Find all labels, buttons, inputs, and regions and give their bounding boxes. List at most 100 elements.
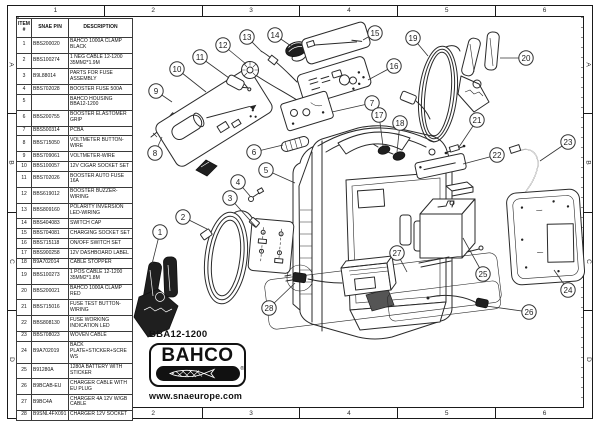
model-number: BBA12-1200 [149,329,208,340]
grid-ref-label: 6 [495,5,593,16]
svg-text:3: 3 [228,194,233,203]
svg-text:17: 17 [375,111,384,120]
part-cable-negative [200,210,260,305]
svg-text:10: 10 [173,65,182,74]
header-part-number: SNAE P/N [31,18,69,38]
description-cell: PCBA [68,125,133,137]
svg-text:23: 23 [564,138,573,147]
svg-text:13: 13 [243,33,252,42]
grid-ref-label: C [584,211,593,310]
grid-ref-label: D [584,309,593,408]
svg-text:1: 1 [158,228,163,237]
registered-mark: ® [240,366,244,372]
grid-ref-label: 4 [299,5,397,16]
callout-26: 26 [485,304,537,320]
grid-ref-label: B [7,113,16,211]
part-cigar-plug [226,74,252,92]
svg-text:28: 28 [265,304,274,313]
callout-23: 23 [539,134,576,162]
svg-text:8: 8 [153,149,158,158]
parts-table-header-row: ITEM# SNAE P/N DESCRIPTION [16,18,133,38]
svg-text:11: 11 [196,53,205,62]
callout-18: 18 [392,115,408,153]
callout-5: 5 [258,162,296,184]
svg-text:2: 2 [181,213,186,222]
grid-ref-label: 5 [397,5,495,16]
part-charger-assembly [264,252,502,330]
grid-ref-label: 1 [53,7,58,14]
svg-text:15: 15 [371,29,380,38]
part-sticker-box [445,181,474,197]
callout-8: 8 [147,136,163,161]
grid-ref-label: 3 [201,5,300,16]
callout-9: 9 [148,83,173,103]
part-cable-stopper [387,151,406,161]
part-fuse-assembly-plate [247,218,295,274]
title-block: BBA12-1200 BAHCO ® www.snaeurope.com [149,329,261,401]
part-led-plate [414,153,467,180]
part-cable-positive [399,45,461,143]
callout-20: 20 [500,50,534,66]
callout-2: 2 [175,209,208,230]
svg-text:18: 18 [396,119,405,128]
callout-25: 25 [462,237,491,282]
description-cell: WOVEN CABLE [68,330,133,342]
callout-7: 7 [331,95,380,113]
part-elastomer-grip [280,136,310,152]
callout-19: 19 [405,30,429,57]
callout-13: 13 [239,29,263,53]
part-clamp-red [457,31,500,113]
website-url: www.snaeurope.com [149,391,243,401]
svg-text:5: 5 [264,166,269,175]
part-voltmeter-assembly-plate [155,69,273,167]
callout-24: 24 [553,269,576,298]
grid-ref-label: 4 [299,408,397,419]
grid-ref-label: D [7,309,16,408]
part-wire-assembly [260,50,298,83]
part-pcba [280,90,334,132]
svg-text:9: 9 [154,87,159,96]
part-clamp-black [133,256,179,338]
callout-12: 12 [215,37,247,65]
callout-14: 14 [267,27,292,47]
svg-text:22: 22 [493,151,502,160]
svg-text:24: 24 [564,286,573,295]
grid-ref-label: 3 [201,408,300,419]
part-onoff-switch-plate [296,56,372,105]
svg-text:12: 12 [219,41,228,50]
description-cell: BOOSTER FUSE 500A [68,84,133,96]
svg-text:14: 14 [271,31,280,40]
callout-1: 1 [151,224,168,265]
brand-name: BAHCO [161,345,234,366]
bahco-logo: BAHCO ® [149,343,246,387]
callout-11: 11 [192,49,230,79]
svg-text:16: 16 [390,62,399,71]
svg-text:6: 6 [252,148,257,157]
callout-22: 22 [462,147,505,165]
svg-text:4: 4 [236,178,241,187]
callout-21: 21 [458,112,485,148]
grid-ref-label: B [584,113,593,211]
part-fuse-test-wire [444,144,466,155]
